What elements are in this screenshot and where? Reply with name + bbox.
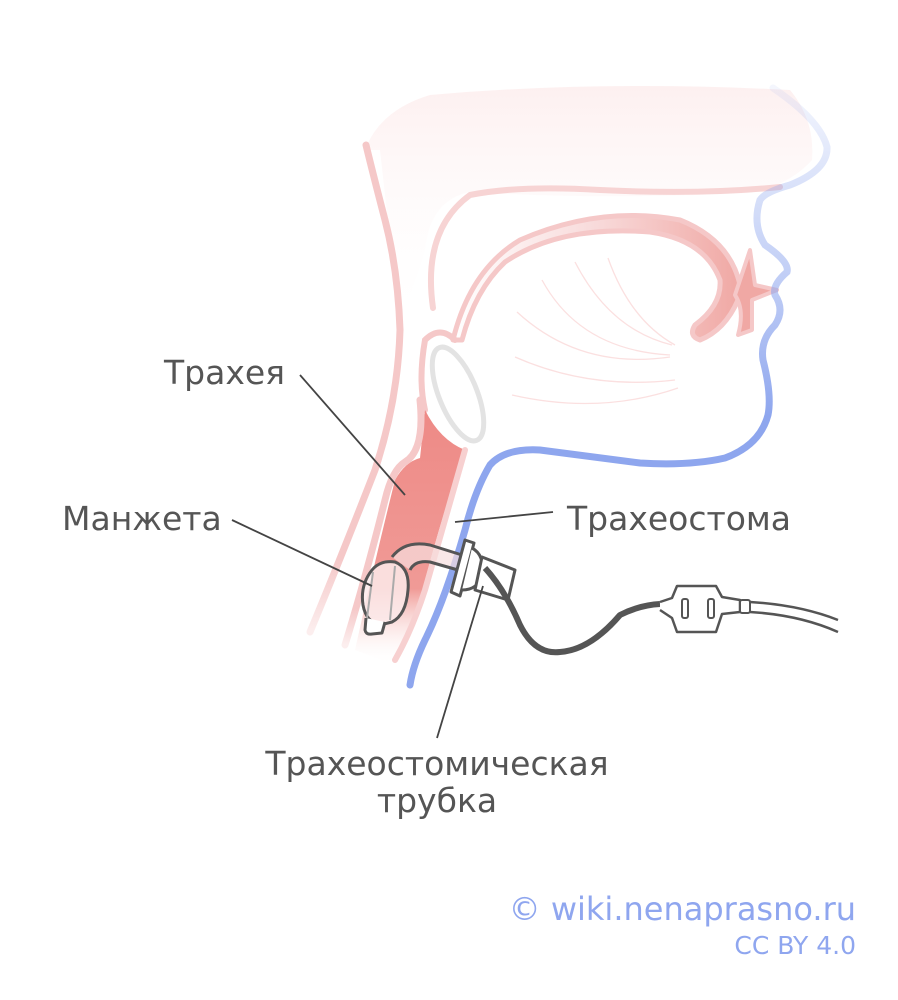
leader-cuff bbox=[231, 519, 373, 587]
label-tracheostoma: Трахеостома bbox=[566, 499, 791, 538]
label-cuff: Манжета bbox=[62, 499, 222, 538]
palate bbox=[450, 213, 743, 343]
epiglottis bbox=[429, 344, 487, 444]
pilot-balloon bbox=[659, 584, 742, 634]
nasal-line bbox=[427, 184, 783, 311]
label-tube-line2: трубка bbox=[377, 781, 497, 820]
leader-tracheostoma bbox=[454, 511, 554, 523]
head-region bbox=[365, 86, 813, 330]
watermark-site: © wiki.nenaprasno.ru bbox=[509, 890, 856, 928]
pilot-line bbox=[482, 565, 661, 656]
neck-back-line bbox=[306, 141, 404, 636]
pharynx-line bbox=[418, 329, 458, 413]
trachea-front-wall bbox=[392, 447, 468, 663]
watermark-license: CC BY 4.0 bbox=[734, 931, 856, 960]
leader-trachea bbox=[299, 374, 406, 496]
leader-lines bbox=[231, 374, 554, 739]
teeth bbox=[733, 248, 779, 337]
leader-tube bbox=[436, 585, 484, 739]
skin-profile bbox=[406, 84, 831, 689]
tongue-fibers bbox=[511, 257, 679, 405]
flange bbox=[449, 538, 476, 598]
cuff bbox=[360, 560, 410, 627]
label-tube-line1: Трахеостомическая bbox=[264, 744, 608, 783]
tracheostomy-tube bbox=[360, 538, 839, 656]
trachea-back-wall bbox=[341, 396, 425, 649]
label-trachea: Трахея bbox=[163, 353, 285, 392]
